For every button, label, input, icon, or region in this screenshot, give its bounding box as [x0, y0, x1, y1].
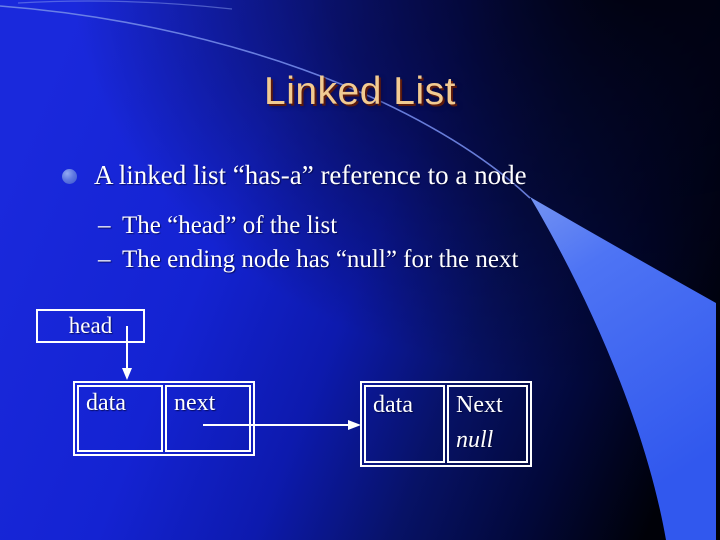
node1-next-cell: next [165, 385, 251, 452]
head-box: head [36, 309, 145, 343]
node2-next-cell: Next null [447, 385, 528, 463]
node2-next-label: Next [456, 392, 503, 418]
node2-box: data Next null [360, 381, 532, 467]
node2-null-value: null [456, 427, 494, 453]
dash-bullet-icon: – [98, 212, 111, 239]
bullet-text: A linked list “has-a” reference to a nod… [94, 160, 527, 190]
sub-bullet-head: – The “head” of the list [98, 211, 337, 241]
top-edge-arc-line [17, 0, 233, 10]
node1-box: data next [73, 381, 255, 456]
ball-bullet-icon [62, 169, 77, 184]
sub-bullet-text: The ending node has “null” for the next [122, 246, 519, 273]
comet-swoosh [530, 197, 716, 540]
node1-data-cell: data [77, 385, 163, 452]
sub-bullet-text: The “head” of the list [122, 212, 338, 239]
right-arrow-icon [203, 420, 361, 430]
node2-data-cell: data [364, 385, 445, 463]
slide-title: Linked List [264, 70, 456, 113]
dash-bullet-icon: – [98, 246, 111, 273]
down-arrow-icon [122, 326, 132, 380]
orbit-arc-line [0, 5, 531, 199]
sub-bullet-null: – The ending node has “null” for the nex… [98, 245, 518, 275]
